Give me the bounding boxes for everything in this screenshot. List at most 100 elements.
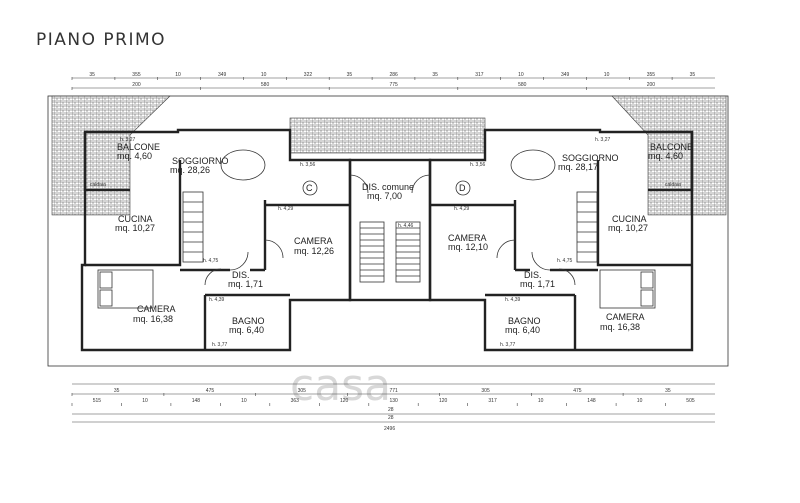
svg-text:h. 3,77: h. 3,77 xyxy=(500,342,516,348)
room-soggiorno-right-name: SOGGIORNO xyxy=(562,153,619,163)
dimension-value: 200 xyxy=(132,82,141,88)
dimension-value: 771 xyxy=(390,388,399,394)
svg-text:caldaia: caldaia xyxy=(665,182,681,188)
unit-letter-d: D xyxy=(459,183,466,193)
room-camera-right2-name: CAMERA xyxy=(448,233,487,243)
room-bagno-left-name: BAGNO xyxy=(232,316,265,326)
dimension-value: 10 xyxy=(142,398,148,404)
svg-text:h. 3,77: h. 3,77 xyxy=(212,342,228,348)
dimension-value: 10 xyxy=(175,72,181,78)
room-bagno-left-area: mq. 6,40 xyxy=(229,325,264,335)
dimension-value: 475 xyxy=(206,388,215,394)
room-camera-left1-area: mq. 16,38 xyxy=(133,314,173,324)
dimension-value: 475 xyxy=(573,388,582,394)
svg-text:h. 4,39: h. 4,39 xyxy=(505,297,521,303)
room-camera-left2-area: mq. 12,26 xyxy=(294,246,334,256)
dimension-value: 580 xyxy=(518,82,527,88)
dimension-value: 515 xyxy=(93,398,102,404)
dimension-value: 363 xyxy=(291,398,300,404)
dimension-value: 120 xyxy=(340,398,349,404)
room-camera-right1-area: mq. 16,38 xyxy=(600,322,640,332)
room-dis-left-name: DIS. xyxy=(232,270,250,280)
unit-markers: C D xyxy=(302,180,471,196)
walls xyxy=(80,128,694,352)
room-dis-left-area: mq. 1,71 xyxy=(228,279,263,289)
room-dis-comune-name: DIS. comune xyxy=(362,182,414,192)
svg-text:28: 28 xyxy=(388,415,394,421)
svg-text:h. 4,75: h. 4,75 xyxy=(557,258,573,264)
svg-text:h. 4,46: h. 4,46 xyxy=(398,223,414,229)
room-bagno-right-name: BAGNO xyxy=(508,316,541,326)
room-balcone-right-name: BALCONE xyxy=(650,142,693,152)
room-labels: BALCONE mq. 4,60 SOGGIORNO mq. 28,26 CUC… xyxy=(115,142,693,335)
roof-outline xyxy=(47,95,729,367)
dimension-value: 35 xyxy=(690,72,696,78)
room-soggiorno-left-name: SOGGIORNO xyxy=(172,156,229,166)
svg-text:h. 4,75: h. 4,75 xyxy=(203,258,219,264)
plan-title: PIANO PRIMO xyxy=(36,30,167,50)
room-camera-left2-name: CAMERA xyxy=(294,236,333,246)
dimension-value: 580 xyxy=(261,82,270,88)
dimension-value: 775 xyxy=(390,82,399,88)
dim-total: 2496 xyxy=(384,426,395,432)
furniture xyxy=(97,149,656,309)
room-dis-comune-area: mq. 7,00 xyxy=(367,191,402,201)
dimension-value: 286 xyxy=(390,72,399,78)
dimension-value: 349 xyxy=(218,72,227,78)
room-cucina-right-name: CUCINA xyxy=(612,214,647,224)
room-balcone-left-area: mq. 4,60 xyxy=(117,151,152,161)
room-camera-left1-name: CAMERA xyxy=(137,304,176,314)
dimension-value: 200 xyxy=(647,82,656,88)
dimension-value: 10 xyxy=(241,398,247,404)
door-swings xyxy=(204,174,576,286)
dimension-value: 317 xyxy=(475,72,484,78)
dimension-value: 322 xyxy=(304,72,313,78)
staircase xyxy=(182,191,598,283)
svg-text:h. 3,27: h. 3,27 xyxy=(595,137,611,143)
unit-letter-c: C xyxy=(306,183,313,193)
dimension-value: 120 xyxy=(439,398,448,404)
dimension-value: 10 xyxy=(637,398,643,404)
room-cucina-left-area: mq. 10,27 xyxy=(115,223,155,233)
room-balcone-left-name: BALCONE xyxy=(117,142,160,152)
room-dis-right-name: DIS. xyxy=(524,270,542,280)
dimension-lines: 35 355 10 349 10 322 35 286 35 317 10 349 10 355 35 20… xyxy=(71,72,715,432)
room-camera-right2-area: mq. 12,10 xyxy=(448,242,488,252)
dimension-value: 505 xyxy=(686,398,695,404)
svg-text:h. 3,56: h. 3,56 xyxy=(300,162,316,168)
dimension-value: 35 xyxy=(665,388,671,394)
dimension-value: 35 xyxy=(114,388,120,394)
svg-text:h. 4,29: h. 4,29 xyxy=(454,206,470,212)
dimension-value: 349 xyxy=(561,72,570,78)
svg-text:h. 4,39: h. 4,39 xyxy=(209,297,225,303)
dimension-value: 10 xyxy=(261,72,267,78)
dimension-value: 305 xyxy=(298,388,307,394)
dimension-value: 305 xyxy=(481,388,490,394)
dimension-value: 10 xyxy=(604,72,610,78)
room-soggiorno-left-area: mq. 28,26 xyxy=(170,165,210,175)
dimension-value: 35 xyxy=(347,72,353,78)
svg-text:28: 28 xyxy=(388,407,394,413)
watermark-text: casa xyxy=(290,360,391,411)
room-balcone-right-area: mq. 4,60 xyxy=(648,151,683,161)
svg-text:h. 3,27: h. 3,27 xyxy=(120,137,136,143)
dimension-value: 355 xyxy=(647,72,656,78)
height-labels: h. 3,27 h. 3,56 h. 4,29 h. 4,75 h. 4,39 … xyxy=(90,137,681,348)
svg-text:h. 4,29: h. 4,29 xyxy=(278,206,294,212)
dimension-value: 148 xyxy=(192,398,201,404)
room-bagno-right-area: mq. 6,40 xyxy=(505,325,540,335)
dimension-value: 130 xyxy=(390,398,399,404)
dimension-value: 10 xyxy=(538,398,544,404)
dimension-value: 355 xyxy=(132,72,141,78)
room-camera-right1-name: CAMERA xyxy=(606,312,645,322)
room-cucina-right-area: mq. 10,27 xyxy=(608,223,648,233)
dimension-value: 317 xyxy=(488,398,497,404)
room-dis-right-area: mq. 1,71 xyxy=(520,279,555,289)
dimension-value: 148 xyxy=(587,398,596,404)
dimension-value: 10 xyxy=(518,72,524,78)
dimension-value: 35 xyxy=(432,72,438,78)
room-cucina-left-name: CUCINA xyxy=(118,214,153,224)
svg-text:caldaia: caldaia xyxy=(90,182,106,188)
svg-text:h. 3,56: h. 3,56 xyxy=(470,162,486,168)
